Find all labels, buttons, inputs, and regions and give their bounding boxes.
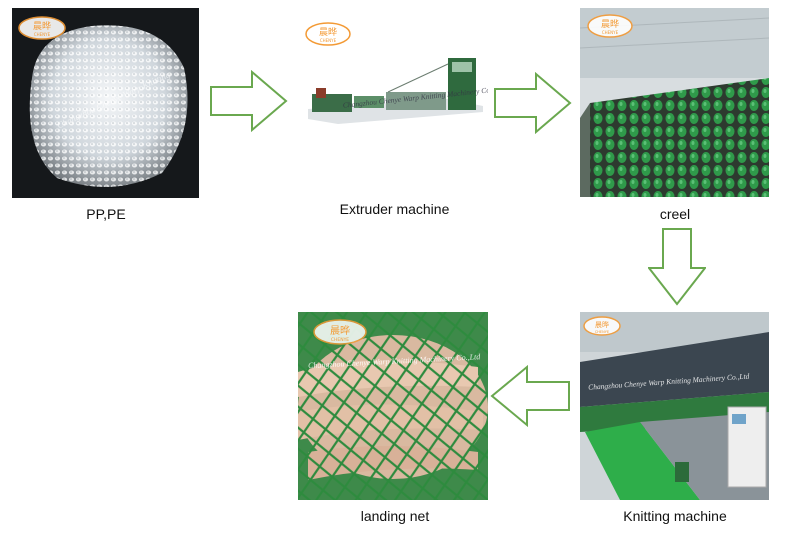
logo-sub-text: CHENYE — [320, 38, 337, 43]
logo-mark-text: 晨晔 — [319, 26, 337, 38]
logo-badge: 晨晔 CHENYE — [305, 22, 351, 46]
logo-mark-text: 晨晔 — [595, 320, 609, 329]
logo-sub-text: CHENYE — [331, 337, 349, 343]
logo-mark-text: 晨晔 — [330, 325, 350, 337]
logo-sub-text: CHENYE — [602, 30, 619, 35]
arrow-left-icon — [490, 365, 570, 427]
landing-net-photo: Changzhou Chenye Warp Knitting Machinery… — [298, 312, 488, 500]
caption-extruder: Extruder machine — [339, 201, 450, 217]
logo-mark-text: 晨晔 — [33, 20, 51, 32]
logo-badge: 晨晔 CHENYE — [587, 14, 633, 38]
arrow-right-icon — [494, 72, 572, 134]
caption-pp-pe: PP,PE — [86, 206, 126, 222]
logo-mark-text: 晨晔 — [601, 18, 619, 30]
logo-sub-text: CHENYE — [34, 32, 51, 37]
pp-pe-photo: Changzhou Chenye Warp Knitting 晨晔 CHENYE — [12, 8, 199, 198]
logo-badge: 晨晔 CHENYE — [18, 16, 66, 40]
caption-creel: creel — [659, 206, 691, 222]
arrow-down-icon — [648, 228, 706, 306]
logo-badge: 晨晔 CHENYE — [583, 316, 621, 336]
arrow-right-icon — [210, 70, 288, 132]
creel-photo: 晨晔 CHENYE — [580, 8, 769, 197]
extruder-photo: 晨晔 CHENYE Changzhou Chenye Warp Knitting… — [298, 14, 488, 129]
caption-knitting: Knitting machine — [623, 508, 727, 524]
caption-landing-net: landing net — [360, 508, 430, 524]
knitting-photo: Changzhou Chenye Warp Knitting Machinery… — [580, 312, 769, 500]
logo-sub-text: CHENYE — [595, 330, 609, 334]
logo-badge: 晨晔 CHENYE — [313, 319, 367, 345]
